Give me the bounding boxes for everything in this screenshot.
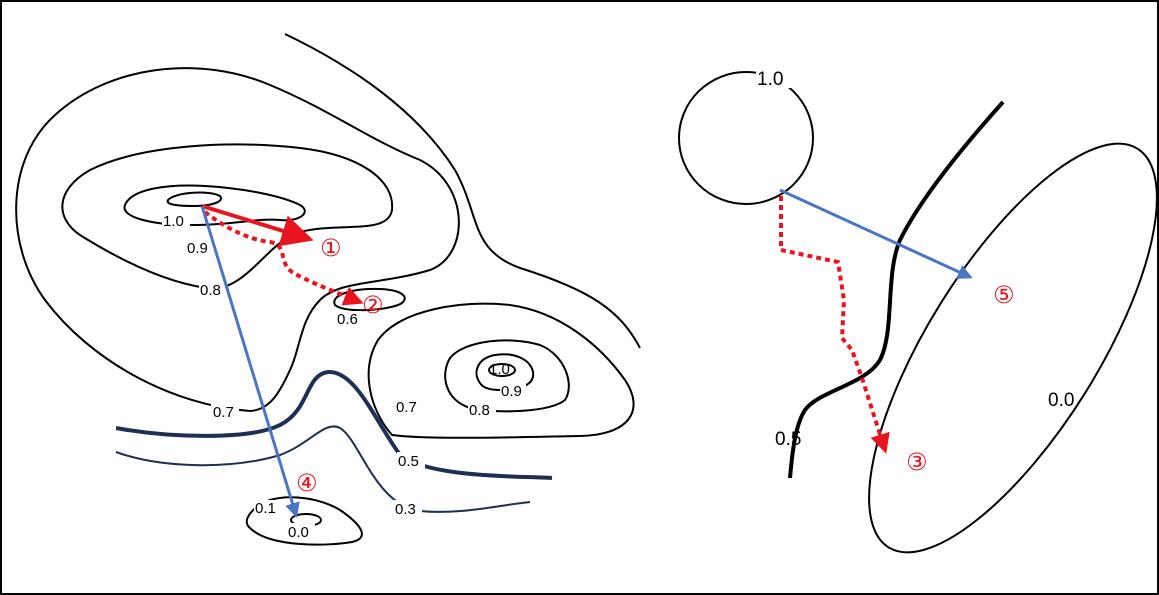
direct-arrow-4	[200, 205, 300, 518]
contour-0-3-line	[115, 425, 531, 513]
contour-0-7-peak-b	[367, 302, 635, 439]
dotted-path-3	[779, 196, 890, 454]
direct-arrow-5	[779, 188, 973, 279]
contour-0-9-peak-b	[475, 353, 535, 392]
marker-5: ⑤	[993, 281, 1015, 309]
label-0-9-peak-a: 0.9	[187, 240, 208, 257]
contour-1-0-peak-a	[166, 191, 222, 208]
marker-1: ①	[320, 234, 342, 262]
contour-0-8-peak-b	[444, 339, 570, 413]
left-landscape: 1.0 0.9 0.8 0.7 0.6 1.0 0.9 0.8 0.7 0.5 …	[15, 33, 641, 546]
label-0-9-peak-b: 0.9	[501, 383, 522, 400]
label-0-8-peak-a: 0.8	[200, 282, 221, 299]
label-0-5-line: 0.5	[398, 453, 419, 470]
contour-0-8-peak-a	[61, 143, 394, 291]
label-0-6-local: 0.6	[337, 311, 358, 328]
label-0-0-ellipse: 0.0	[1048, 390, 1074, 411]
contour-1-0-peak-b	[488, 363, 516, 377]
marker-4: ④	[296, 469, 318, 497]
label-0-7-peak-b: 0.7	[396, 399, 417, 416]
label-1-0-peak-b: 1.0	[489, 361, 510, 378]
marker-2: ②	[362, 291, 384, 319]
right-landscape: 1.0 0.5 0.0 ⑤ ③	[678, 66, 1158, 554]
contour-0-7-outer	[15, 33, 641, 412]
label-0-1-min: 0.1	[255, 500, 276, 517]
marker-3: ③	[906, 448, 928, 476]
gradient-arrow-1	[201, 204, 314, 247]
label-1-0-circle: 1.0	[757, 69, 783, 90]
label-0-8-peak-b: 0.8	[469, 402, 490, 419]
dotted-path-2	[203, 210, 364, 306]
contour-0-5-right	[788, 100, 1005, 479]
label-0-3-line: 0.3	[395, 501, 416, 518]
contour-0-0-ellipse	[868, 142, 1158, 554]
contour-0-5-line	[115, 369, 553, 480]
label-0-7-outer: 0.7	[213, 404, 234, 421]
label-1-0-peak-a: 1.0	[163, 213, 184, 230]
label-0-0-min: 0.0	[288, 524, 309, 541]
contour-1-0-circle	[678, 71, 814, 205]
label-0-5-right: 0.5	[775, 429, 801, 450]
contour-0-9-peak-a	[123, 184, 306, 227]
